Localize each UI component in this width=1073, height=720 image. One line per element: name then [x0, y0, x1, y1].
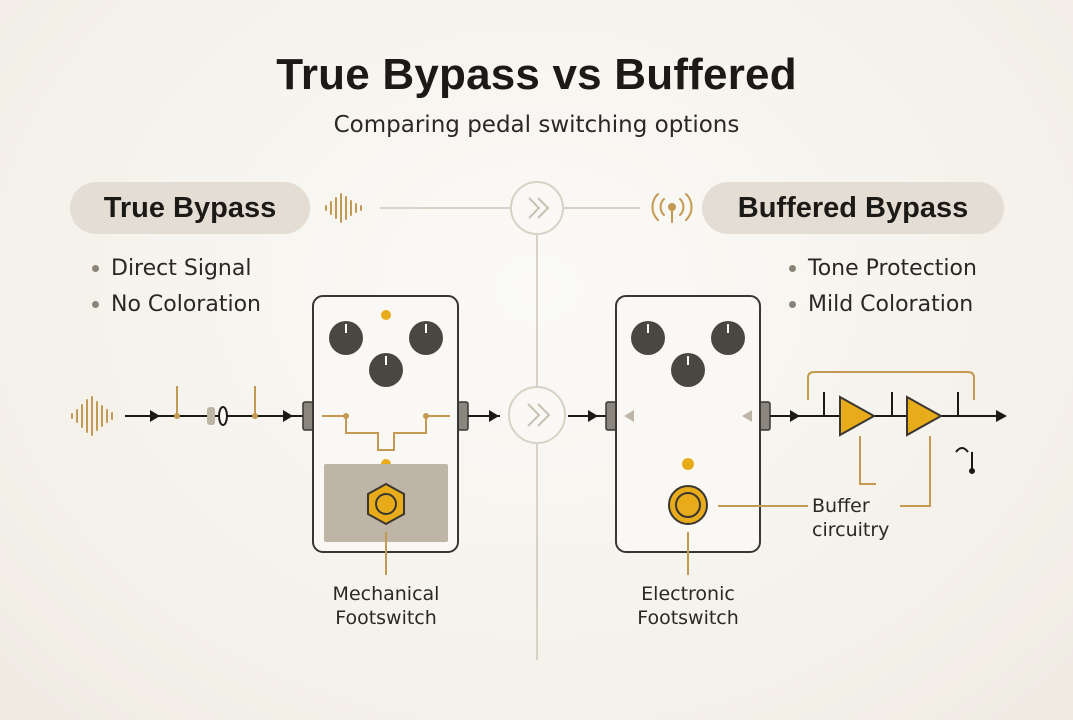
- ground-icon: [955, 447, 975, 474]
- mechanical-footswitch-caption: Mechanical Footswitch: [332, 583, 440, 629]
- status-led: [682, 458, 694, 470]
- waveform-icon: [71, 396, 113, 436]
- buffered-bypass-label: Buffered Bypass: [702, 182, 1004, 234]
- center-guides: [380, 207, 640, 660]
- feature-item: Mild Coloration: [789, 286, 977, 322]
- buffer-triangle-icon: [906, 395, 944, 437]
- true-bypass-label: True Bypass: [70, 182, 310, 234]
- knob-icon: [329, 321, 363, 355]
- status-led: [381, 310, 391, 320]
- double-chevron-right-icon: [508, 386, 566, 444]
- footswitch-icon: [367, 482, 405, 526]
- page-title: True Bypass vs Buffered: [276, 50, 797, 99]
- knob-icon: [671, 353, 705, 387]
- feature-item: No Coloration: [92, 286, 261, 322]
- knob-icon: [711, 321, 745, 355]
- true-bypass-features: Direct Signal No Coloration: [92, 250, 261, 322]
- signal-broadcast-icon: [651, 193, 693, 223]
- double-chevron-right-icon: [510, 181, 564, 235]
- true-bypass-wiring: [322, 415, 450, 451]
- buffered-bypass-features: Tone Protection Mild Coloration: [789, 250, 977, 322]
- buffer-circuitry-caption: Buffer circuitry: [812, 495, 890, 541]
- left-signal-chain: [71, 386, 304, 436]
- page-subtitle: Comparing pedal switching options: [333, 112, 740, 138]
- waveform-icon: [325, 193, 362, 223]
- knob-icon: [631, 321, 665, 355]
- buffered-bypass-pedal: [605, 295, 771, 575]
- right-signal-chain: [718, 371, 1007, 507]
- feature-item: Direct Signal: [92, 250, 261, 286]
- knob-icon: [369, 353, 403, 387]
- true-bypass-pedal: [302, 295, 469, 575]
- footswitch-icon: [668, 485, 708, 525]
- buffer-triangle-icon: [839, 395, 877, 437]
- electronic-footswitch-caption: Electronic Footswitch: [637, 583, 739, 629]
- knob-icon: [409, 321, 443, 355]
- feature-item: Tone Protection: [789, 250, 977, 286]
